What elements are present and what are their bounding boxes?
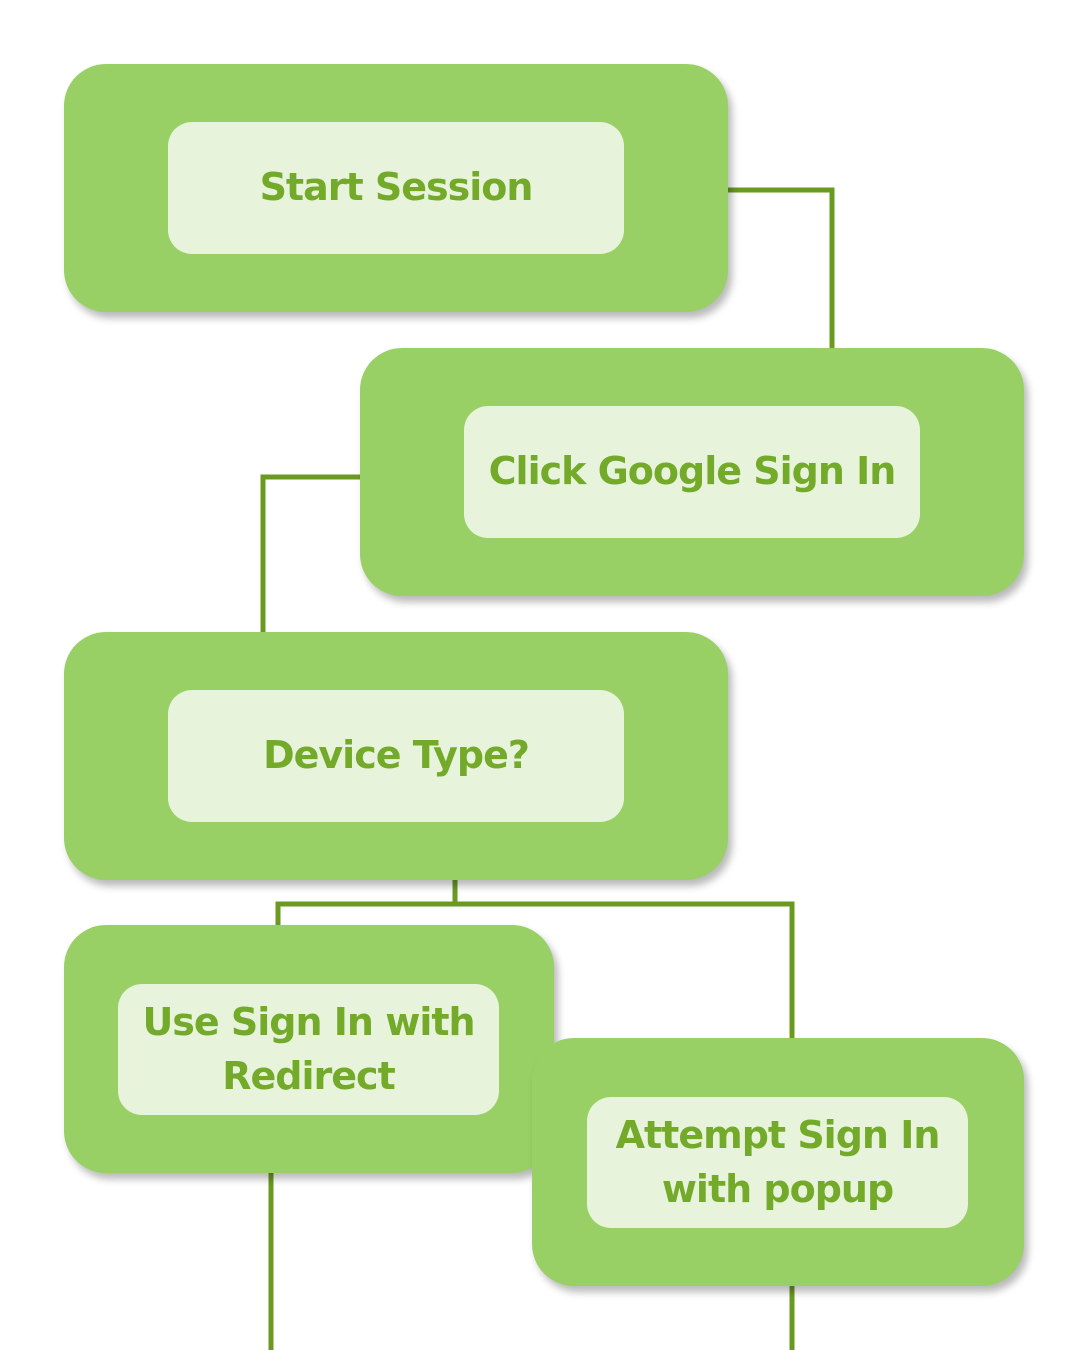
node-click-google-sign-in-label: Click Google Sign In <box>488 449 897 494</box>
connector-device-to-popup <box>455 901 795 1038</box>
node-start-session-label: Start Session <box>259 165 534 210</box>
node-sign-in-popup-label: Attempt Sign In with popup <box>615 1112 941 1211</box>
connector-click-to-device <box>260 474 360 632</box>
node-sign-in-popup-label-box: Attempt Sign In with popup <box>587 1097 968 1228</box>
node-start-session-label-box: Start Session <box>168 122 624 254</box>
node-click-google-sign-in-label-box: Click Google Sign In <box>464 406 920 538</box>
connector-device-to-redirect <box>275 901 455 925</box>
node-device-type-label-box: Device Type? <box>168 690 624 822</box>
node-device-type-label: Device Type? <box>263 733 530 778</box>
node-sign-in-redirect-label: Use Sign In with Redirect <box>142 999 475 1098</box>
node-sign-in-redirect-label-box: Use Sign In with Redirect <box>118 984 499 1115</box>
connector-start-to-click <box>728 187 835 348</box>
